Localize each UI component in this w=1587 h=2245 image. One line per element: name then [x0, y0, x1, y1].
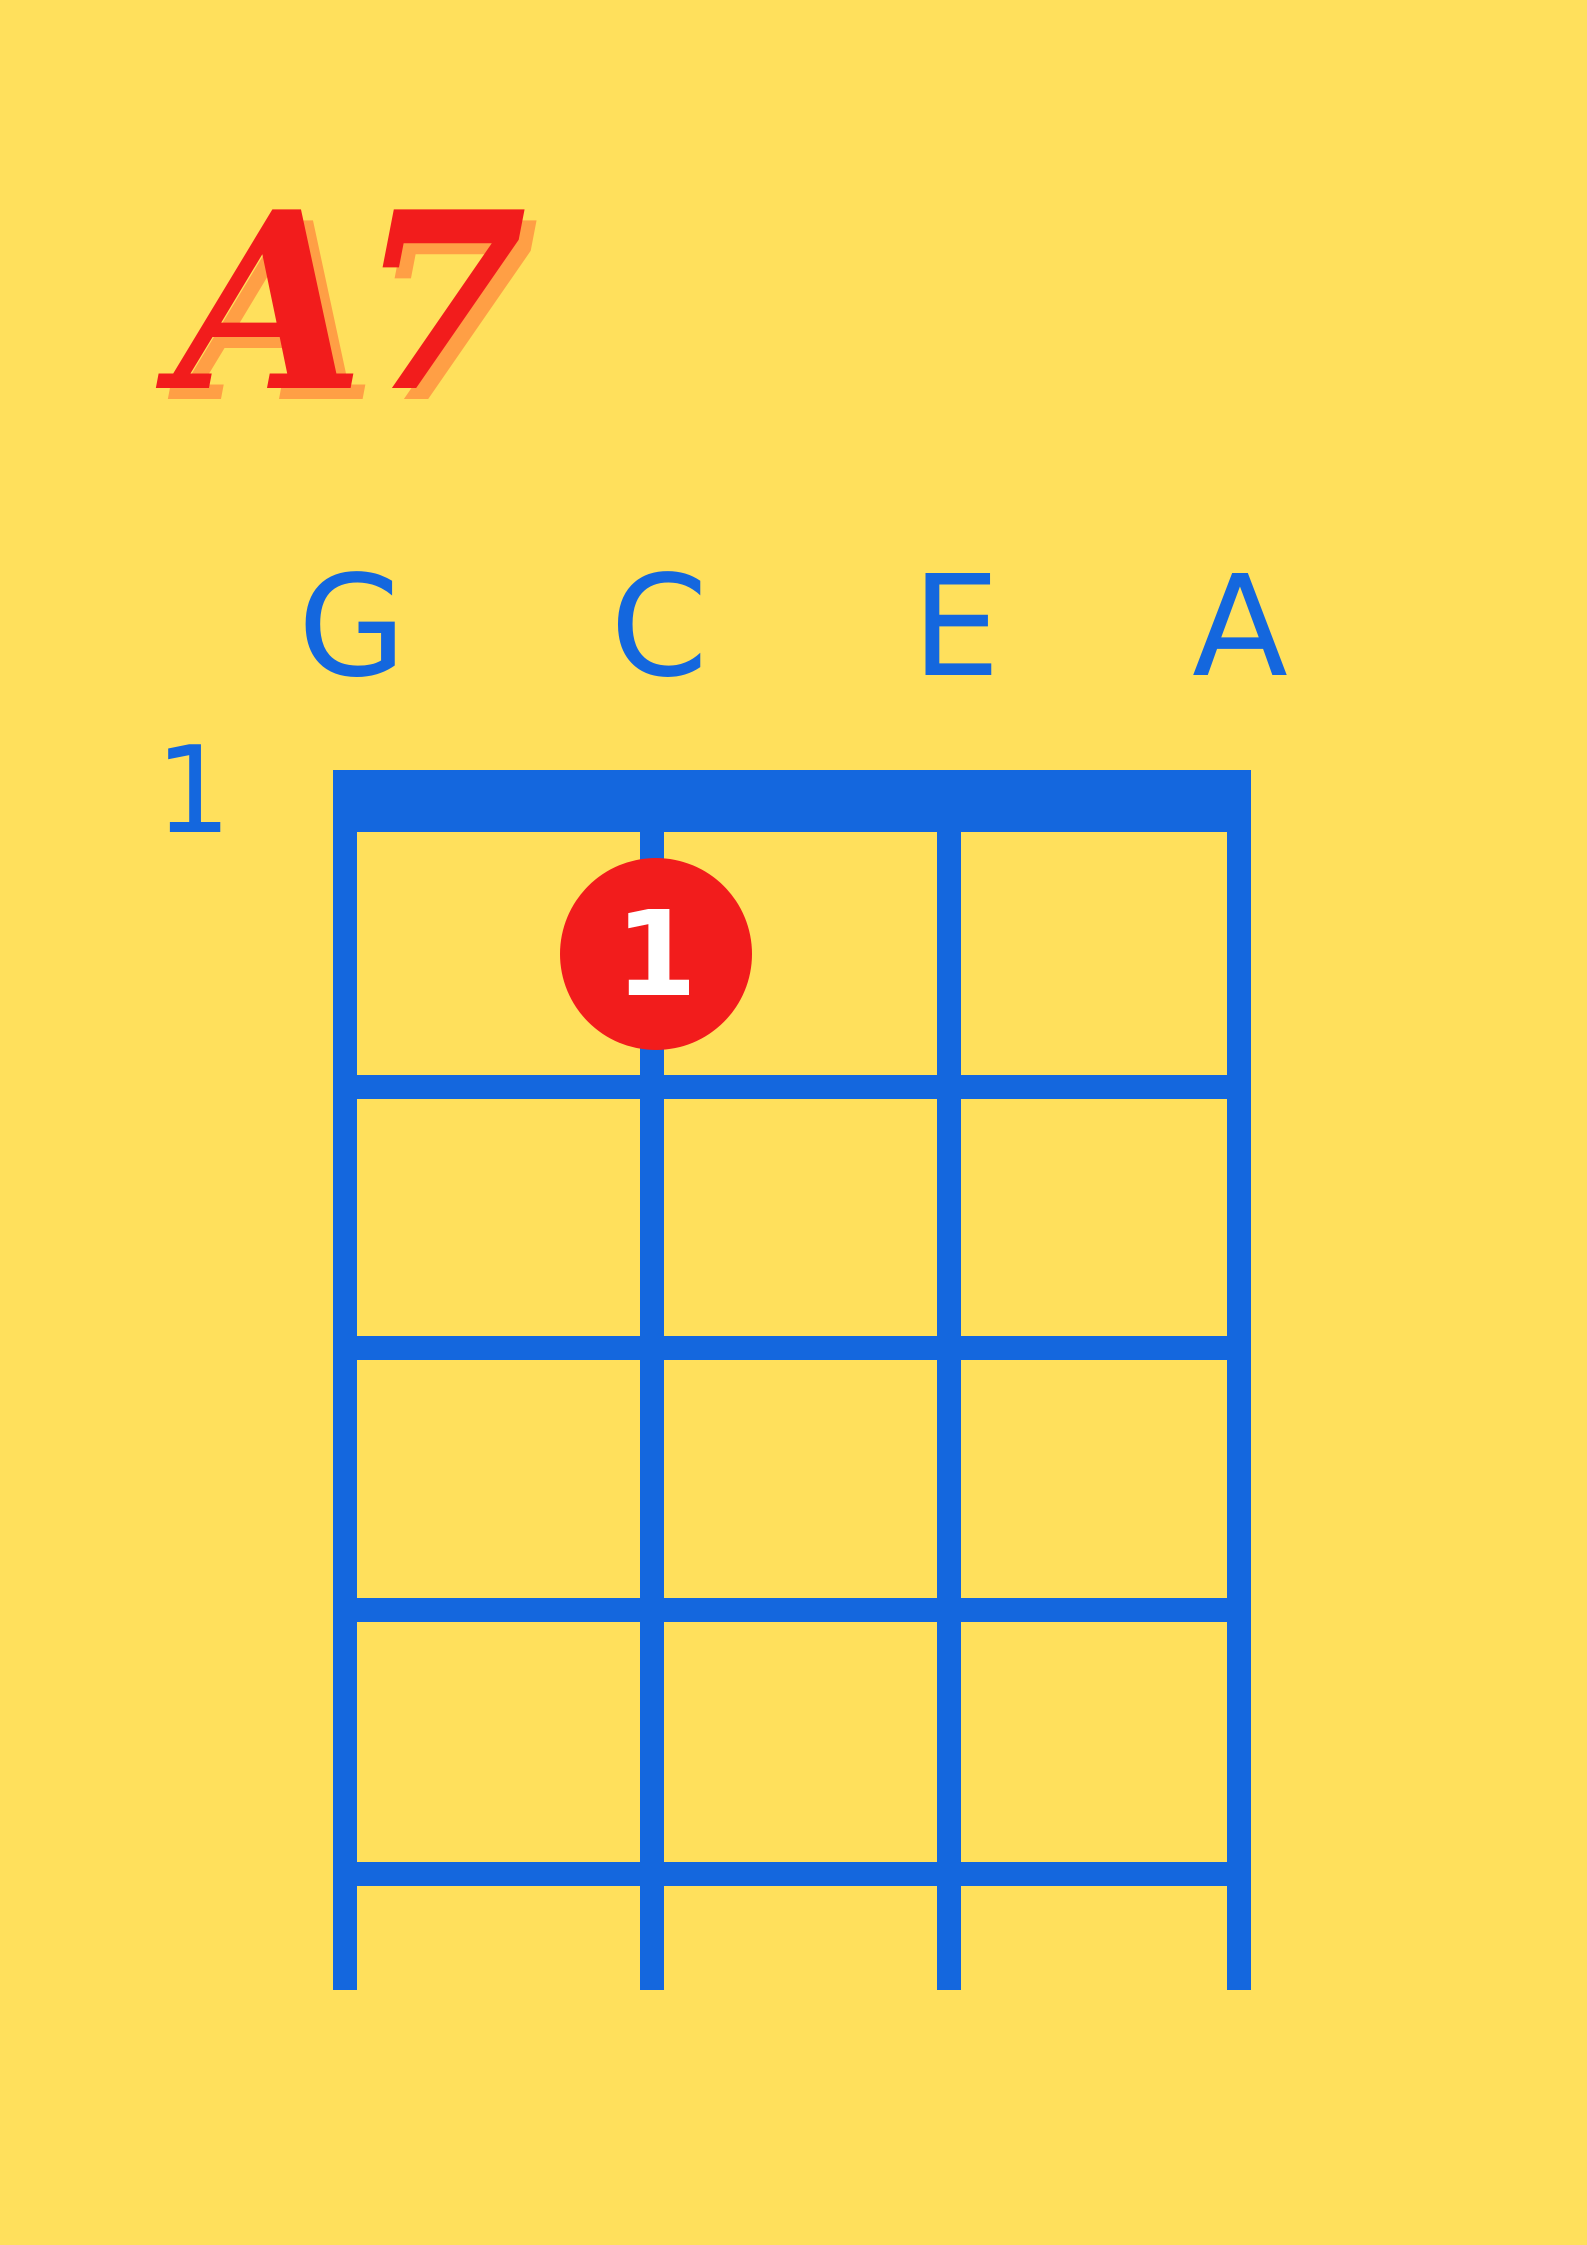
fret-line-1 [333, 1075, 1251, 1099]
start-fret-number: 1 [155, 722, 232, 861]
string-label-g: G [297, 546, 407, 709]
fret-line-3 [333, 1598, 1251, 1622]
string-line-a [1227, 770, 1251, 1990]
finger-number: 1 [614, 885, 698, 1023]
string-line-e [937, 770, 961, 1990]
string-label-c: C [610, 546, 708, 709]
nut [333, 770, 1251, 832]
fret-line-2 [333, 1336, 1251, 1360]
finger-dot: 1 [560, 858, 752, 1050]
string-label-a: A [1192, 546, 1288, 709]
chord-title: A7 [175, 158, 528, 446]
fret-line-4 [333, 1862, 1251, 1886]
string-label-e: E [911, 546, 1001, 709]
string-line-g [333, 770, 357, 1990]
